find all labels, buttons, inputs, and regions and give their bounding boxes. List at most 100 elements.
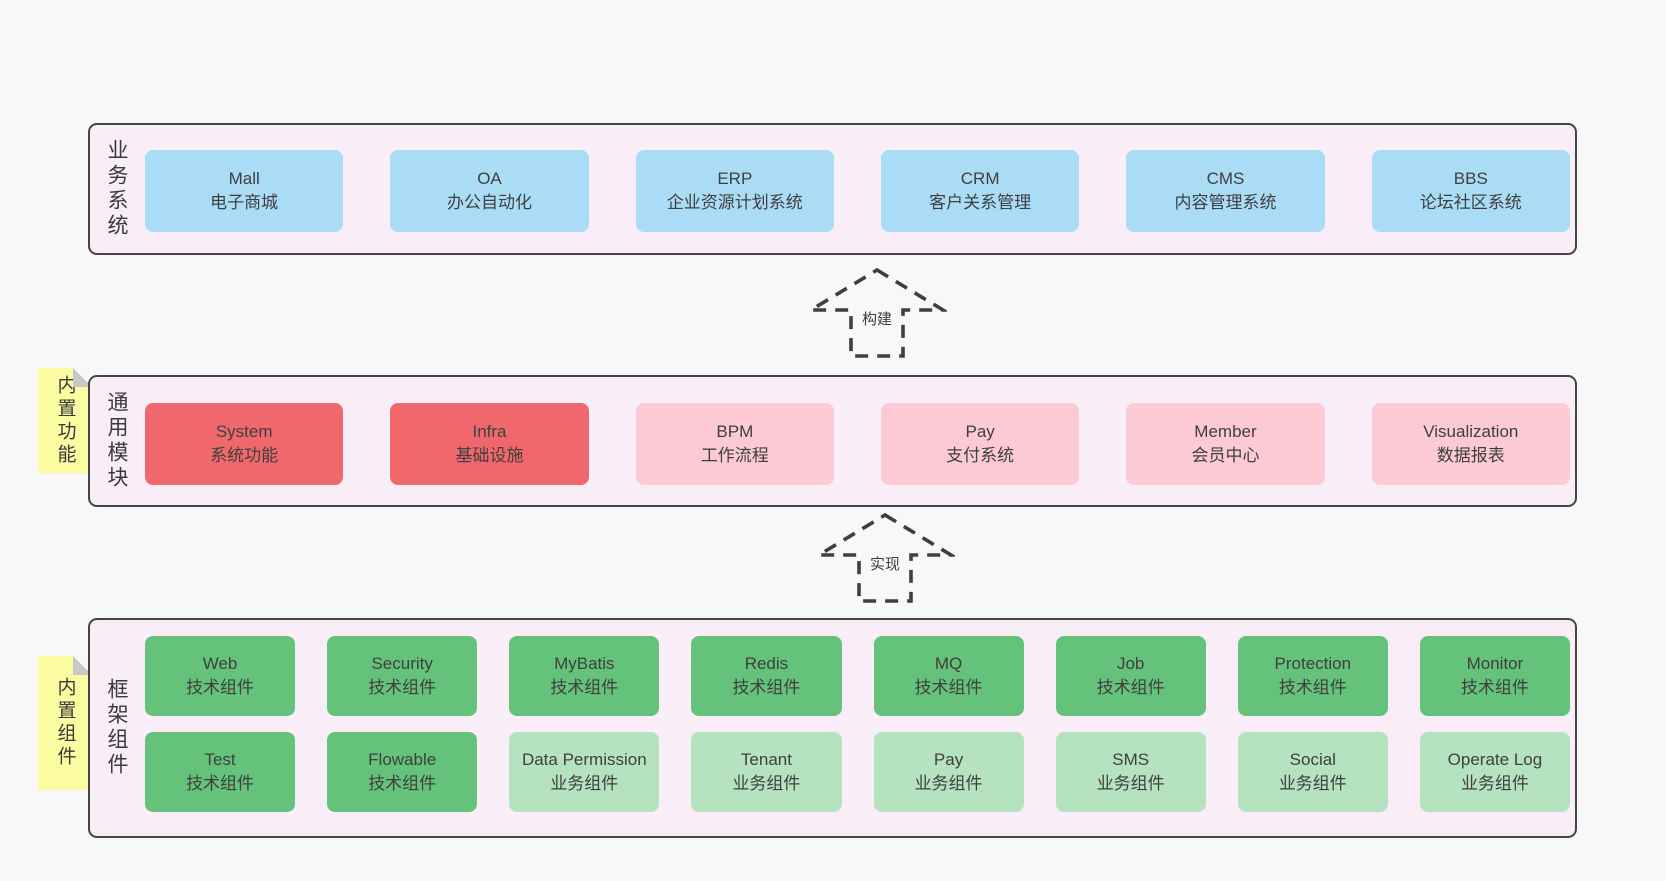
box-protection: Protection 技术组件 xyxy=(1237,636,1388,716)
implement-arrow: 实现 xyxy=(815,511,955,605)
section-common-modules: 通用模块 System 系统功能 Infra 基础设施 BPM 工作流程 Pay… xyxy=(88,375,1577,507)
box-subtitle: 基础设施 xyxy=(455,446,524,465)
section-title: 框架组件 xyxy=(105,678,128,778)
common-modules-row: System 系统功能 Infra 基础设施 BPM 工作流程 Pay 支付系统… xyxy=(145,403,1570,485)
box-title: Mall xyxy=(228,168,260,188)
box-data-permission: Data Permission 业务组件 xyxy=(509,732,660,812)
build-arrow: 构建 xyxy=(807,266,947,360)
box-title: SMS xyxy=(1112,749,1150,769)
box-test: Test 技术组件 xyxy=(145,732,296,812)
arrow-label: 实现 xyxy=(866,552,904,575)
box-title: BPM xyxy=(716,421,754,441)
box-erp: ERP 企业资源计划系统 xyxy=(635,150,834,232)
box-title: CMS xyxy=(1206,168,1245,188)
box-title: OA xyxy=(477,168,502,188)
up-arrow-icon xyxy=(815,512,955,603)
box-subtitle: 内容管理系统 xyxy=(1174,193,1277,212)
box-title: Monitor xyxy=(1466,653,1524,673)
sticky-note-label: 内置功能 xyxy=(54,374,76,467)
box-subtitle: 技术组件 xyxy=(1278,678,1347,697)
box-subtitle: 数据报表 xyxy=(1436,446,1505,465)
sticky-note-built-in-features: 内置功能 xyxy=(38,368,92,473)
box-subtitle: 办公自动化 xyxy=(446,193,532,212)
box-title: Social xyxy=(1289,749,1336,769)
box-subtitle: 企业资源计划系统 xyxy=(666,193,803,212)
box-subtitle: 业务组件 xyxy=(1278,774,1347,793)
section-title: 通用模块 xyxy=(105,391,128,491)
box-social: Social 业务组件 xyxy=(1237,732,1388,812)
box-title: Security xyxy=(371,653,433,673)
arrow-label: 构建 xyxy=(858,307,896,330)
box-flowable: Flowable 技术组件 xyxy=(327,732,478,812)
box-visualization: Visualization 数据报表 xyxy=(1371,403,1570,485)
section-framework-components: 框架组件 Web 技术组件 Security 技术组件 MyBatis 技术组件… xyxy=(88,618,1577,838)
box-bpm: BPM 工作流程 xyxy=(635,403,834,485)
box-pay-module: Pay 支付系统 xyxy=(880,403,1080,485)
box-subtitle: 论坛社区系统 xyxy=(1419,193,1522,212)
box-job: Job 技术组件 xyxy=(1055,636,1206,716)
sticky-note-label: 内置组件 xyxy=(54,677,76,769)
box-pay-component: Pay 业务组件 xyxy=(873,732,1024,812)
box-subtitle: 业务组件 xyxy=(550,774,619,793)
box-tenant: Tenant 业务组件 xyxy=(691,732,842,812)
box-title: Operate Log xyxy=(1447,749,1543,769)
box-subtitle: 业务组件 xyxy=(1460,774,1529,793)
box-bbs: BBS 论坛社区系统 xyxy=(1371,150,1570,232)
box-subtitle: 客户关系管理 xyxy=(929,193,1032,212)
box-subtitle: 业务组件 xyxy=(914,774,983,793)
box-subtitle: 业务组件 xyxy=(732,774,801,793)
box-subtitle: 工作流程 xyxy=(700,446,769,465)
box-title: Protection xyxy=(1274,653,1352,673)
box-subtitle: 技术组件 xyxy=(368,678,437,697)
box-title: System xyxy=(215,421,273,441)
box-subtitle: 支付系统 xyxy=(946,446,1015,465)
box-monitor: Monitor 技术组件 xyxy=(1419,636,1570,716)
framework-components-row-2: Test 技术组件 Flowable 技术组件 Data Permission … xyxy=(145,732,1570,812)
box-system: System 系统功能 xyxy=(145,403,344,485)
box-title: Visualization xyxy=(1423,421,1519,441)
box-web: Web 技术组件 xyxy=(145,636,296,716)
box-subtitle: 技术组件 xyxy=(550,678,619,697)
box-mybatis: MyBatis 技术组件 xyxy=(509,636,660,716)
section-title: 业务系统 xyxy=(105,139,128,239)
box-title: MQ xyxy=(934,653,963,673)
box-subtitle: 业务组件 xyxy=(1096,774,1165,793)
box-subtitle: 技术组件 xyxy=(1096,678,1165,697)
box-title: Pay xyxy=(933,749,964,769)
box-subtitle: 电子商城 xyxy=(210,193,279,212)
box-mq: MQ 技术组件 xyxy=(873,636,1024,716)
box-subtitle: 会员中心 xyxy=(1191,446,1260,465)
box-title: BBS xyxy=(1453,168,1488,188)
box-operate-log: Operate Log 业务组件 xyxy=(1419,732,1570,812)
box-title: Data Permission xyxy=(521,749,647,769)
box-subtitle: 系统功能 xyxy=(210,446,279,465)
box-oa: OA 办公自动化 xyxy=(390,150,589,232)
box-subtitle: 技术组件 xyxy=(186,774,255,793)
box-title: Tenant xyxy=(740,749,792,769)
box-title: Member xyxy=(1194,421,1257,441)
box-subtitle: 技术组件 xyxy=(732,678,801,697)
box-title: Flowable xyxy=(368,749,437,769)
box-crm: CRM 客户关系管理 xyxy=(880,150,1080,232)
box-title: ERP xyxy=(717,168,753,188)
section-business-systems: 业务系统 Mall 电子商城 OA 办公自动化 ERP 企业资源计划系统 CRM… xyxy=(88,123,1577,255)
sticky-note-built-in-components: 内置组件 xyxy=(38,656,92,790)
box-title: Infra xyxy=(472,421,507,441)
box-title: MyBatis xyxy=(554,653,615,673)
box-redis: Redis 技术组件 xyxy=(691,636,842,716)
box-title: Pay xyxy=(965,421,995,441)
box-mall: Mall 电子商城 xyxy=(145,150,344,232)
box-subtitle: 技术组件 xyxy=(1460,678,1529,697)
box-subtitle: 技术组件 xyxy=(914,678,983,697)
box-title: CRM xyxy=(960,168,1000,188)
business-systems-row: Mall 电子商城 OA 办公自动化 ERP 企业资源计划系统 CRM 客户关系… xyxy=(145,150,1570,232)
box-title: Test xyxy=(204,749,236,769)
box-subtitle: 技术组件 xyxy=(368,774,437,793)
box-title: Job xyxy=(1116,653,1145,673)
box-title: Web xyxy=(202,653,238,673)
box-infra: Infra 基础设施 xyxy=(390,403,589,485)
framework-components-row-1: Web 技术组件 Security 技术组件 MyBatis 技术组件 Redi… xyxy=(145,636,1570,716)
box-cms: CMS 内容管理系统 xyxy=(1126,150,1325,232)
box-security: Security 技术组件 xyxy=(327,636,478,716)
